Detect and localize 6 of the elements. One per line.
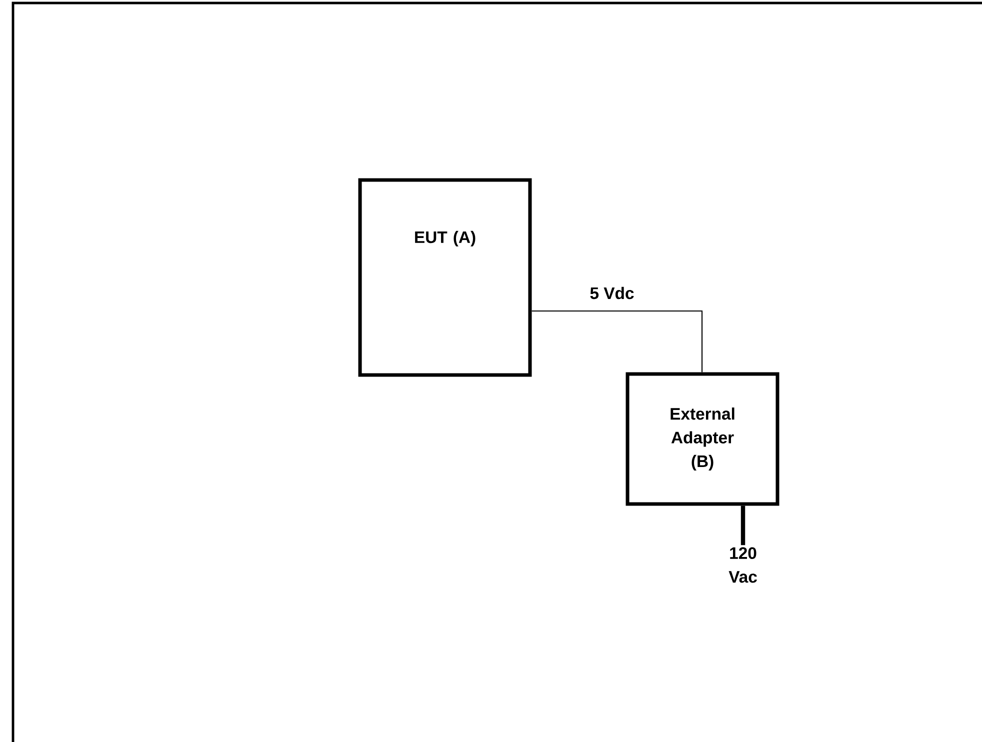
voltage-label: 120 Vac [728,547,757,583]
device-box: EUT (A) [358,178,532,377]
connector-line [532,310,703,372]
edge-label: 5 Vdc [590,286,634,300]
connector-line [740,506,746,546]
device-box: External Adapter (B) [626,372,780,506]
